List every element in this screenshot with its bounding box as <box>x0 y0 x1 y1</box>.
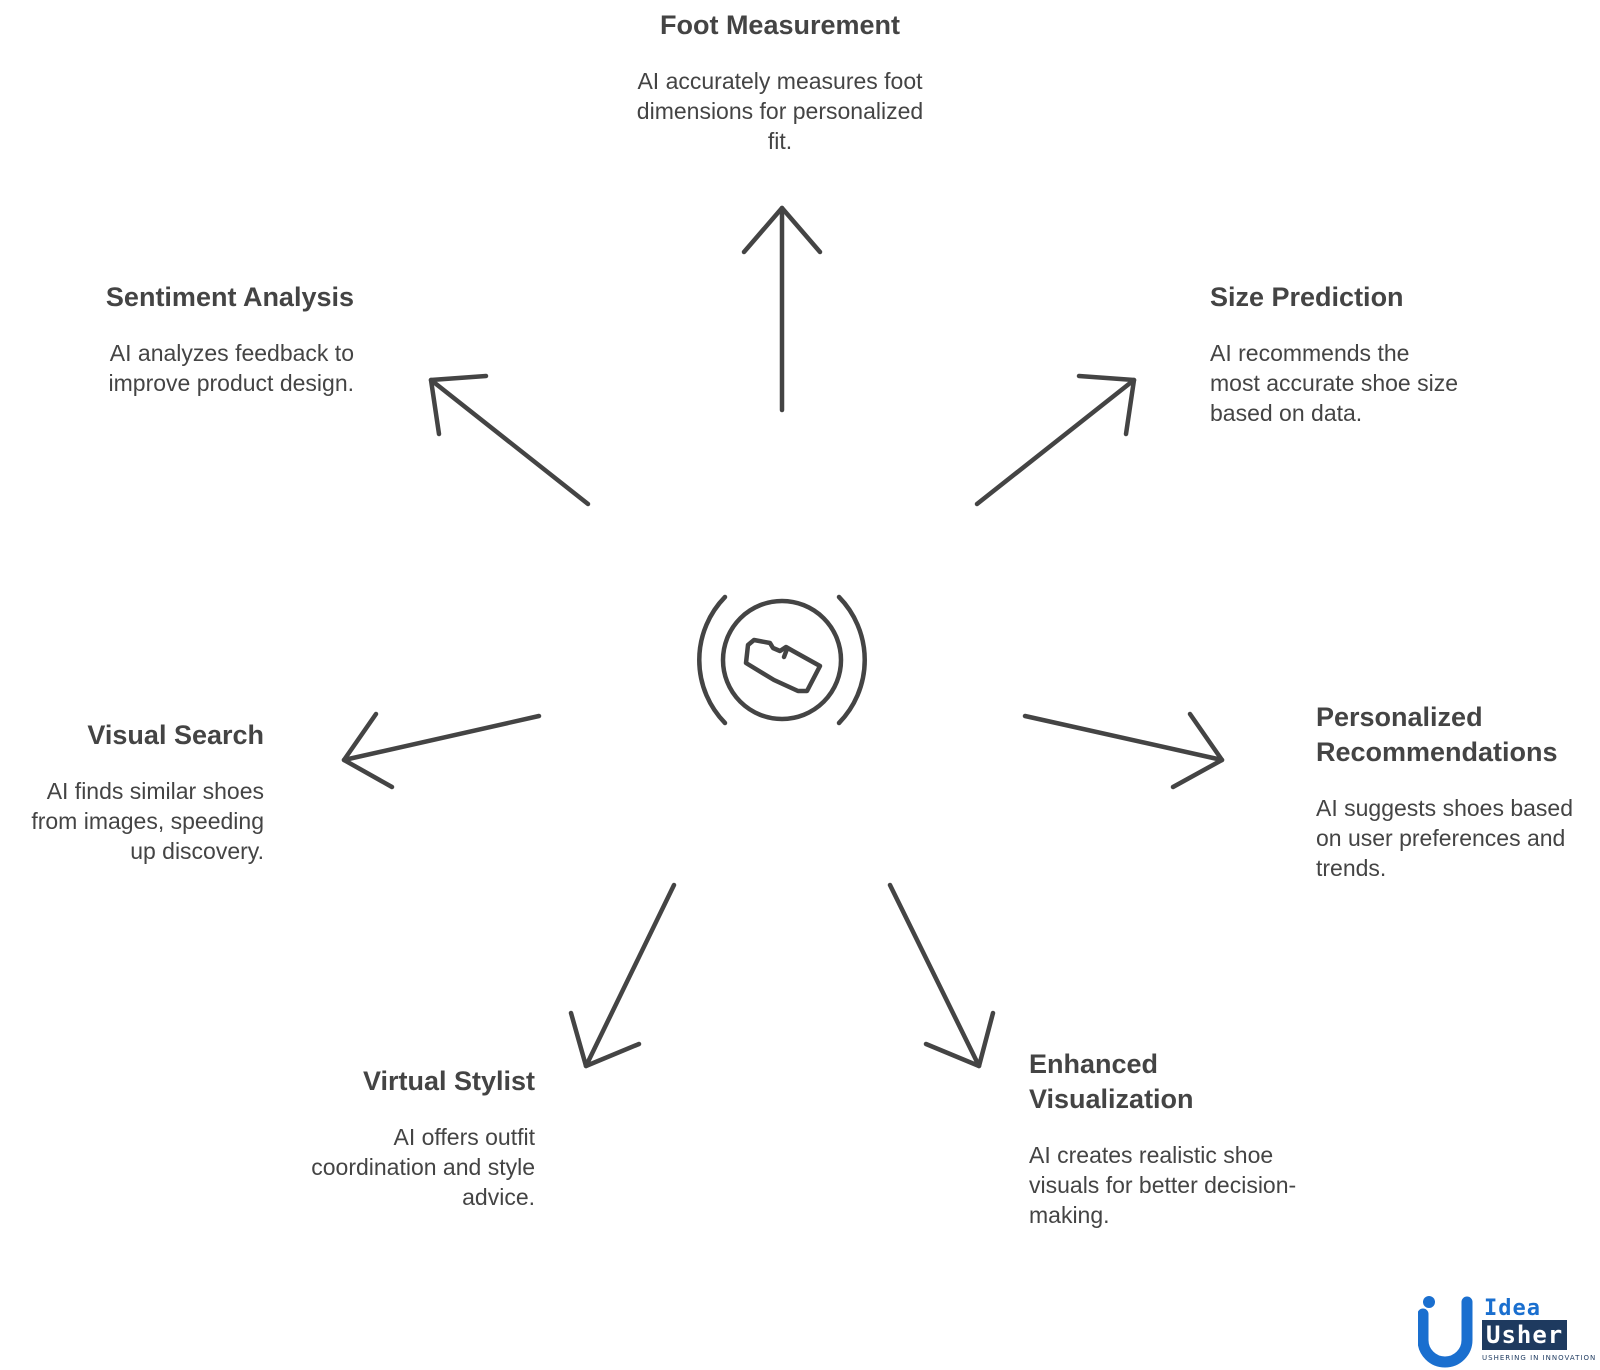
arrow-size-prediction <box>974 373 1137 507</box>
node-virtual-stylist: Virtual Stylist AI offers outfit coordin… <box>270 1064 535 1212</box>
shoe-icon <box>697 594 867 726</box>
arrow-virtual-stylist <box>568 882 677 1069</box>
node-description: AI creates realistic shoe visuals for be… <box>1029 1142 1297 1228</box>
node-enhanced-visualization: Enhanced Visualization AI creates realis… <box>1029 1047 1329 1230</box>
brand-logo: Idea Usher USHERING IN INNOVATION <box>1418 1296 1598 1370</box>
node-visual-search: Visual Search AI finds similar shoes fro… <box>0 718 264 866</box>
logo-usher-text: Usher <box>1482 1320 1568 1350</box>
node-title: Personalized Recommendations <box>1316 702 1558 767</box>
arrow-enhanced-visualization <box>887 882 996 1069</box>
node-description: AI suggests shoes based on user preferen… <box>1316 795 1573 881</box>
node-description: AI accurately measures foot dimensions f… <box>636 68 924 154</box>
node-title: Size Prediction <box>1210 282 1404 312</box>
arrow-visual-search <box>341 711 542 790</box>
arrow-personalized-recommendations <box>1022 711 1225 790</box>
logo-idea-text: Idea <box>1484 1296 1541 1321</box>
node-description: AI recommends the most accurate shoe siz… <box>1210 340 1459 426</box>
node-description: AI finds similar shoes from images, spee… <box>31 778 264 864</box>
node-description: AI offers outfit coordination and style … <box>311 1124 535 1210</box>
logo-u-icon <box>1418 1296 1473 1368</box>
node-sentiment-analysis: Sentiment Analysis AI analyzes feedback … <box>40 280 354 398</box>
node-description: AI analyzes feedback to improve product … <box>108 340 354 396</box>
node-title: Enhanced Visualization <box>1029 1049 1194 1114</box>
node-foot-measurement: Foot Measurement AI accurately measures … <box>630 8 930 156</box>
node-title: Visual Search <box>87 720 264 750</box>
logo-tagline: USHERING IN INNOVATION <box>1482 1354 1597 1362</box>
node-title: Virtual Stylist <box>362 1066 535 1096</box>
arrow-sentiment-analysis <box>428 373 591 507</box>
node-title: Sentiment Analysis <box>105 282 354 312</box>
node-personalized-recommendations: Personalized Recommendations AI suggests… <box>1316 700 1600 883</box>
arrow-foot-measurement <box>741 205 823 413</box>
node-title: Foot Measurement <box>659 10 901 40</box>
node-size-prediction: Size Prediction AI recommends the most a… <box>1210 280 1460 428</box>
